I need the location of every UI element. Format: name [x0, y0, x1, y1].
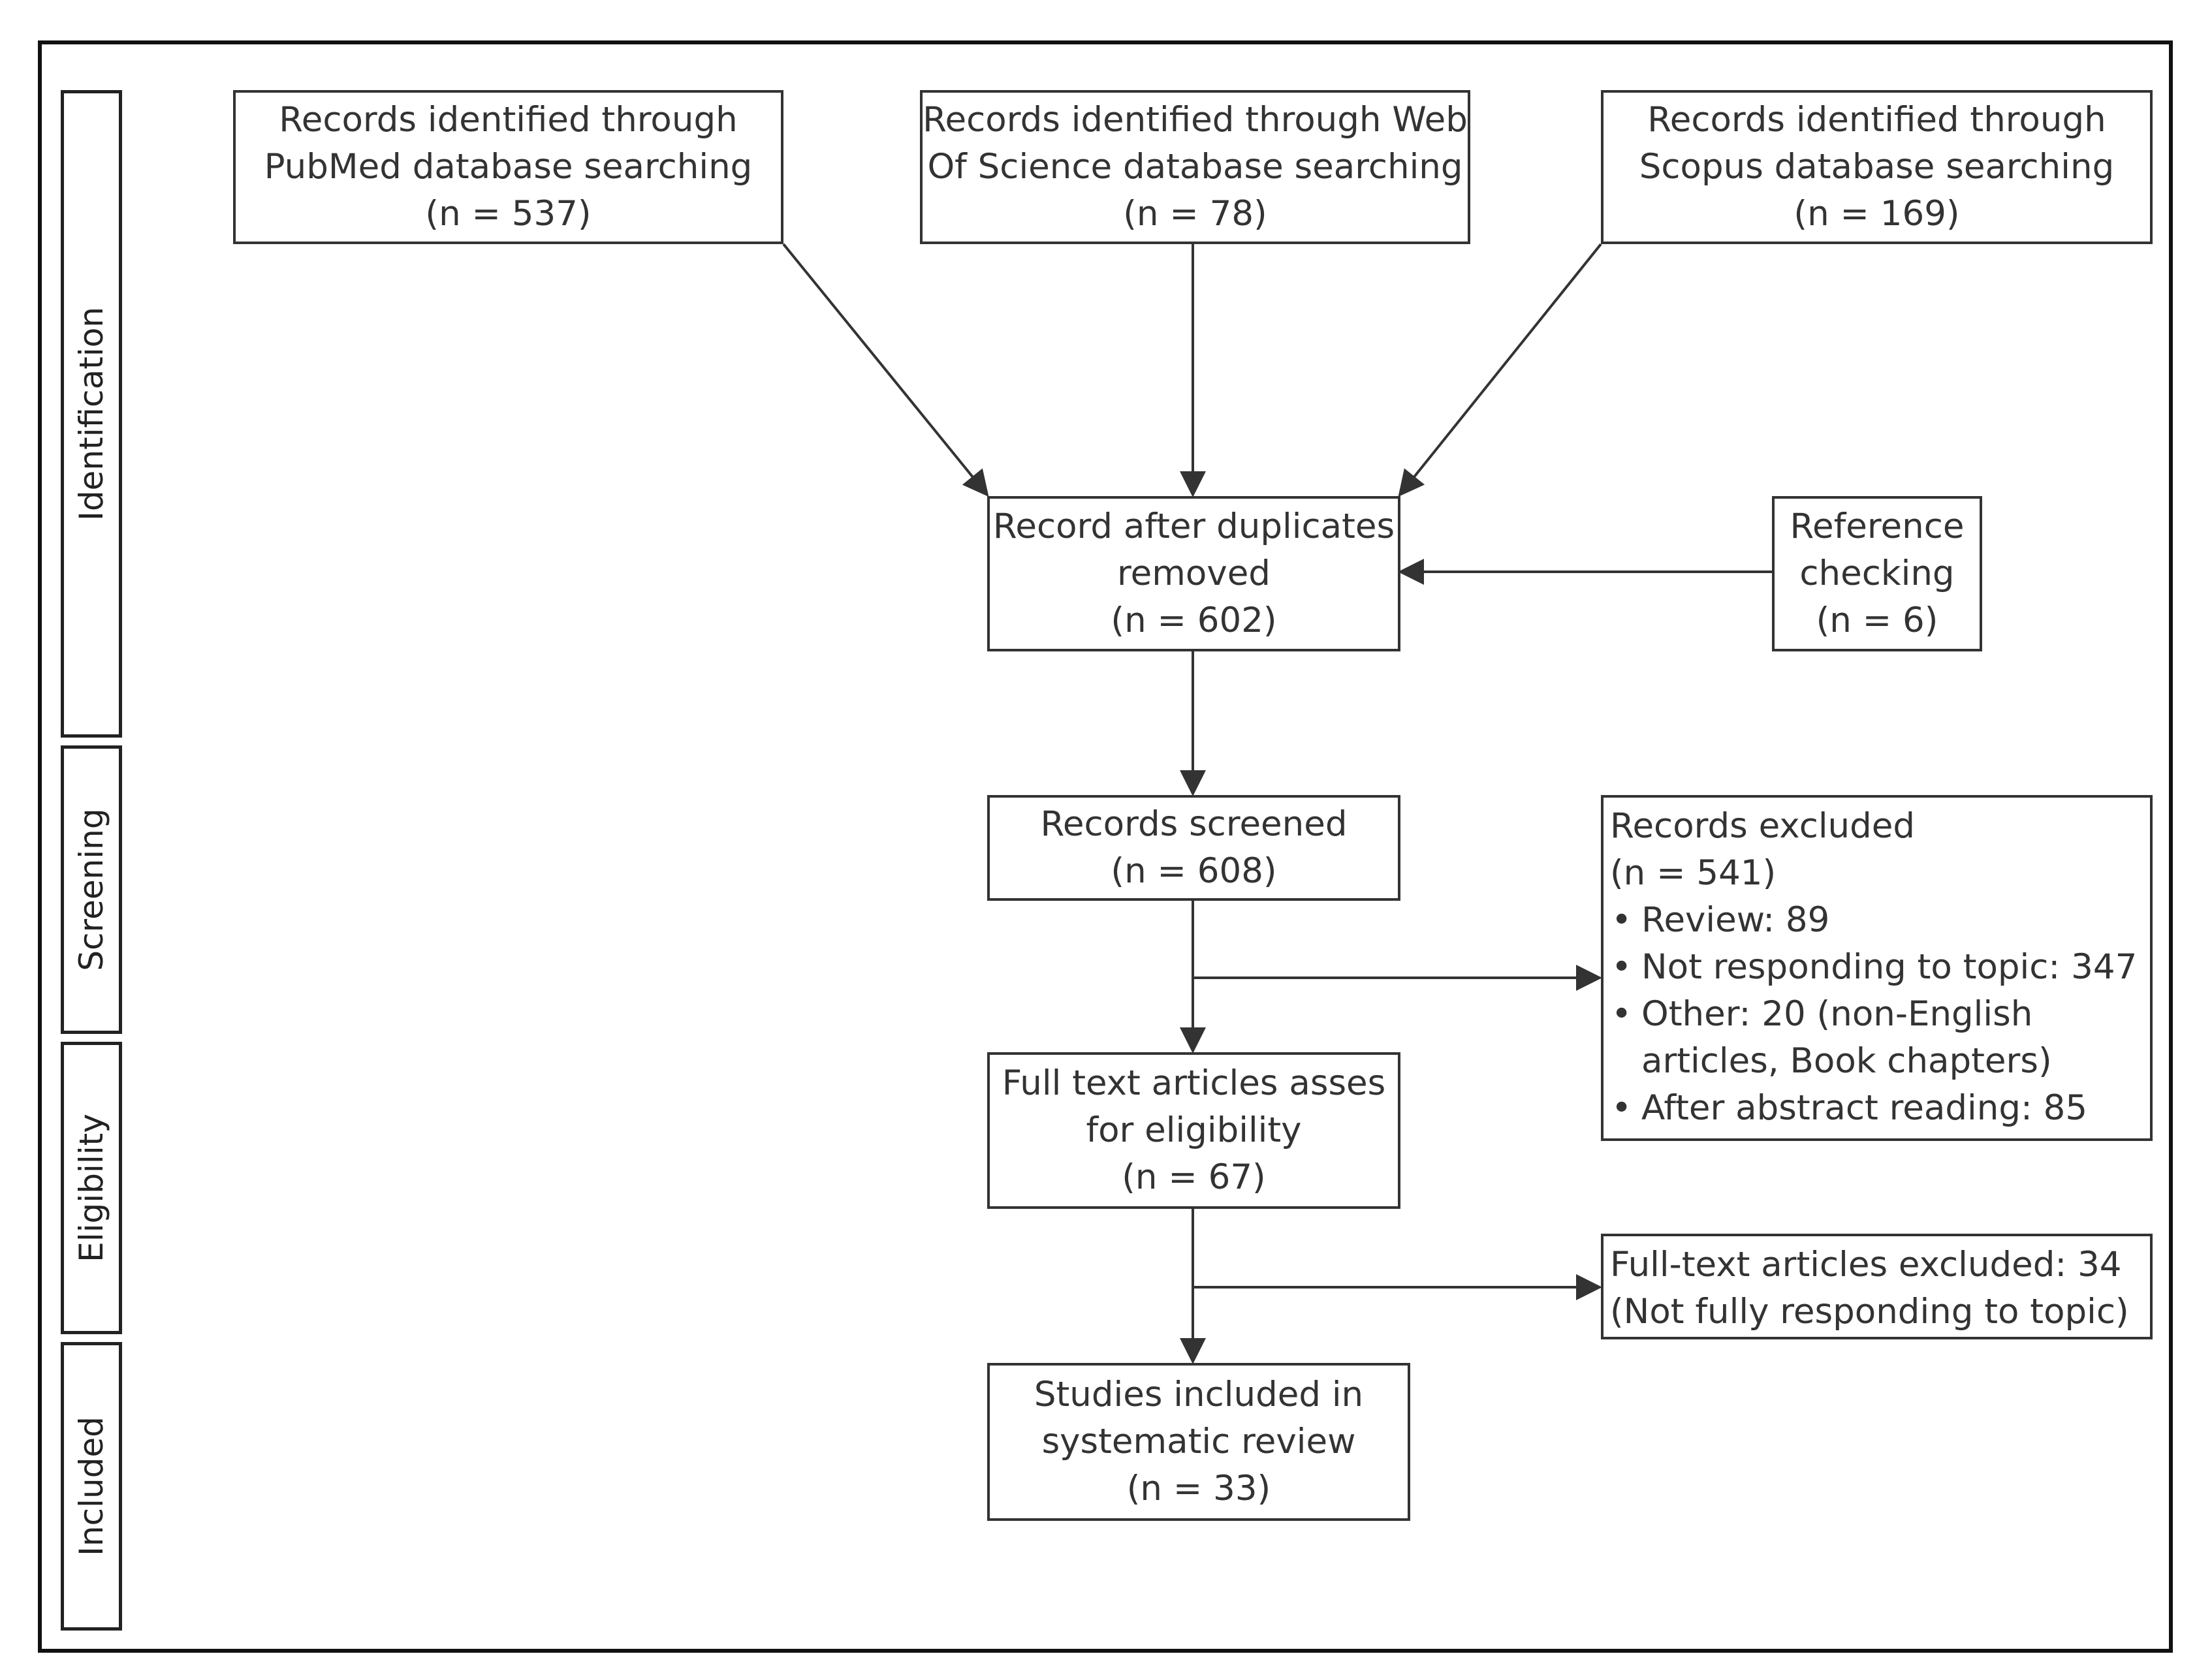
excluded-reasons-list: Review: 89 Not responding to topic: 347 … [1610, 897, 2137, 1132]
dedup-line-1: Record after duplicates [992, 507, 1395, 546]
fulltext-line-1: Full text articles asses [1002, 1063, 1386, 1103]
pubmed-line-2: PubMed database searching [264, 147, 753, 187]
stage-screening: Screening [61, 745, 122, 1034]
dedup-count: (n = 602) [1111, 601, 1277, 640]
box-records-excluded: Records excluded (n = 541) Review: 89 No… [1601, 795, 2153, 1141]
box-wos-records: Records identified through Web Of Scienc… [920, 90, 1470, 244]
dedup-line-2: removed [1117, 554, 1271, 593]
pubmed-count: (n = 537) [425, 194, 592, 234]
stage-identification: Identification [61, 90, 122, 738]
fulltext-line-2: for eligibility [1086, 1110, 1302, 1150]
excluded-reason-other-line-2: articles, Book chapters) [1641, 1041, 2052, 1081]
scopus-count: (n = 169) [1793, 194, 1960, 234]
arrow-pubmed-to-dedup [782, 243, 989, 497]
excluded-reason-review: Review: 89 [1610, 897, 2137, 944]
fulltext-count: (n = 67) [1122, 1157, 1266, 1197]
reference-line-2: checking [1799, 554, 1955, 593]
box-reference-checking: Reference checking (n = 6) [1772, 496, 1982, 651]
fulltext-excluded-line-1: Full-text articles excluded: 34 [1610, 1245, 2122, 1285]
box-duplicates-removed: Record after duplicates removed (n = 602… [987, 496, 1400, 651]
screened-count: (n = 608) [1111, 851, 1277, 891]
excluded-count: (n = 541) [1610, 853, 1777, 893]
excluded-reason-not-responding: Not responding to topic: 347 [1610, 944, 2137, 991]
excluded-reason-abstract: After abstract reading: 85 [1610, 1085, 2137, 1132]
scopus-line-2: Scopus database searching [1639, 147, 2115, 187]
arrow-scopus-to-dedup [1398, 243, 1602, 497]
included-line-2: systematic review [1041, 1422, 1356, 1461]
box-scopus-records: Records identified through Scopus databa… [1601, 90, 2153, 244]
box-studies-included: Studies included in systematic review (n… [987, 1363, 1410, 1521]
excluded-title: Records excluded [1610, 806, 1916, 846]
wos-count: (n = 78) [1123, 194, 1267, 234]
scopus-line-1: Records identified through [1647, 100, 2106, 140]
wos-line-1: Records identified through Web [923, 100, 1468, 140]
fulltext-excluded-line-2: (Not fully responding to topic) [1610, 1292, 2129, 1332]
stage-eligibility: Eligibility [61, 1042, 122, 1334]
box-fulltext-assessed: Full text articles asses for eligibility… [987, 1052, 1400, 1209]
included-count: (n = 33) [1126, 1469, 1271, 1508]
excluded-reason-other-line-1: Other: 20 (non-English [1641, 994, 2033, 1034]
box-fulltext-excluded: Full-text articles excluded: 34 (Not ful… [1601, 1234, 2153, 1339]
stage-included: Included [61, 1342, 122, 1631]
excluded-reason-other: Other: 20 (non-English articles, Book ch… [1610, 991, 2137, 1085]
pubmed-line-1: Records identified through [279, 100, 738, 140]
diagram-frame [38, 40, 2173, 1653]
reference-count: (n = 6) [1816, 601, 1938, 640]
reference-line-1: Reference [1790, 507, 1965, 546]
wos-line-2: Of Science database searching [927, 147, 1463, 187]
box-pubmed-records: Records identified through PubMed databa… [233, 90, 783, 244]
screened-line-1: Records screened [1040, 804, 1348, 844]
included-line-1: Studies included in [1034, 1375, 1364, 1414]
box-records-screened: Records screened (n = 608) [987, 795, 1400, 901]
